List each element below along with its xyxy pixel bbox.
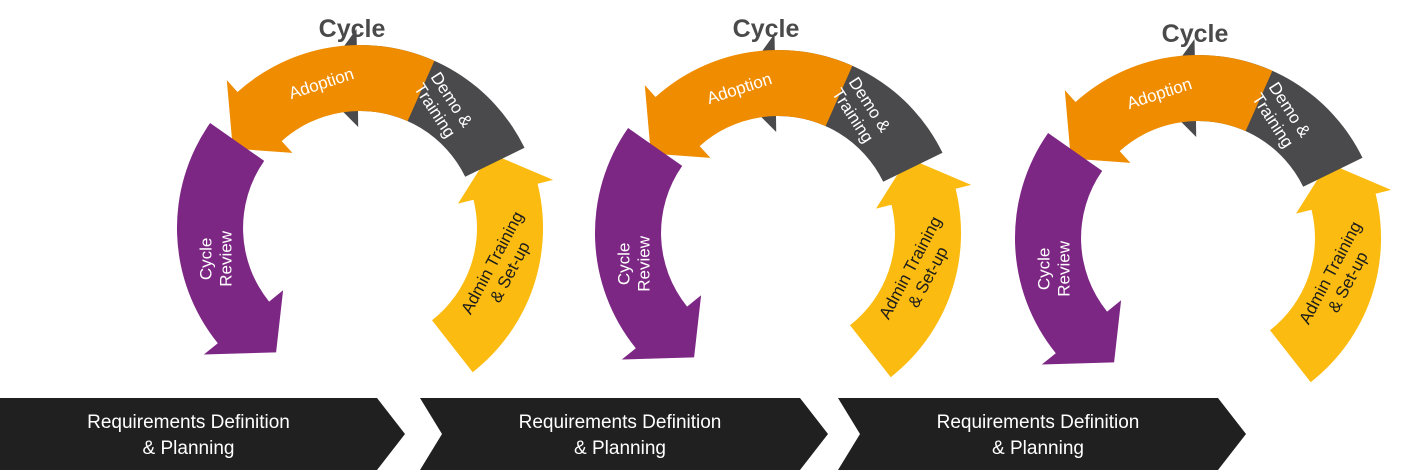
cycle-review-label-line: Review: [216, 230, 235, 286]
requirements-label: Requirements Definition & Planning: [519, 412, 722, 459]
requirements-label-line: & Planning: [574, 438, 666, 459]
requirements-label: Requirements Definition & Planning: [87, 412, 290, 459]
admin-training-arrow: [850, 158, 972, 378]
cycle-review-label-line: Cycle: [1034, 248, 1053, 291]
cycle-review-label-line: Cycle: [196, 238, 215, 281]
cycle-review-label: CycleReview: [196, 230, 235, 286]
requirements-label-line: & Planning: [143, 438, 235, 459]
requirements-label-line: & Planning: [992, 438, 1084, 459]
adoption-arrow: [1064, 54, 1273, 163]
requirements-label: Requirements Definition & Planning: [937, 412, 1140, 459]
requirements-band: [838, 398, 1246, 470]
cycle-title: Cycle: [733, 15, 800, 43]
cycle-review-label-line: Review: [634, 235, 653, 291]
cycle-review-arrow: [1014, 133, 1122, 365]
cycle-review-label-line: Review: [1054, 240, 1073, 296]
cycle-review-label: CycleReview: [614, 235, 653, 291]
requirements-band: [0, 398, 405, 470]
cycle-review-label: CycleReview: [1034, 240, 1073, 296]
adoption-arrow: [644, 49, 853, 158]
cycle-review-arrow: [176, 123, 284, 355]
adoption-arrow: [226, 44, 435, 153]
requirements-label-line: Requirements Definition: [937, 412, 1140, 433]
admin-training-arrow: [432, 153, 554, 373]
cycle-title: Cycle: [1162, 20, 1229, 48]
requirements-label-line: Requirements Definition: [87, 412, 290, 433]
cycle-review-label-line: Cycle: [614, 243, 633, 286]
requirements-label-line: Requirements Definition: [519, 412, 722, 433]
admin-training-arrow: [1270, 163, 1392, 383]
requirements-band: [420, 398, 828, 470]
cycle-review-arrow: [594, 128, 702, 360]
